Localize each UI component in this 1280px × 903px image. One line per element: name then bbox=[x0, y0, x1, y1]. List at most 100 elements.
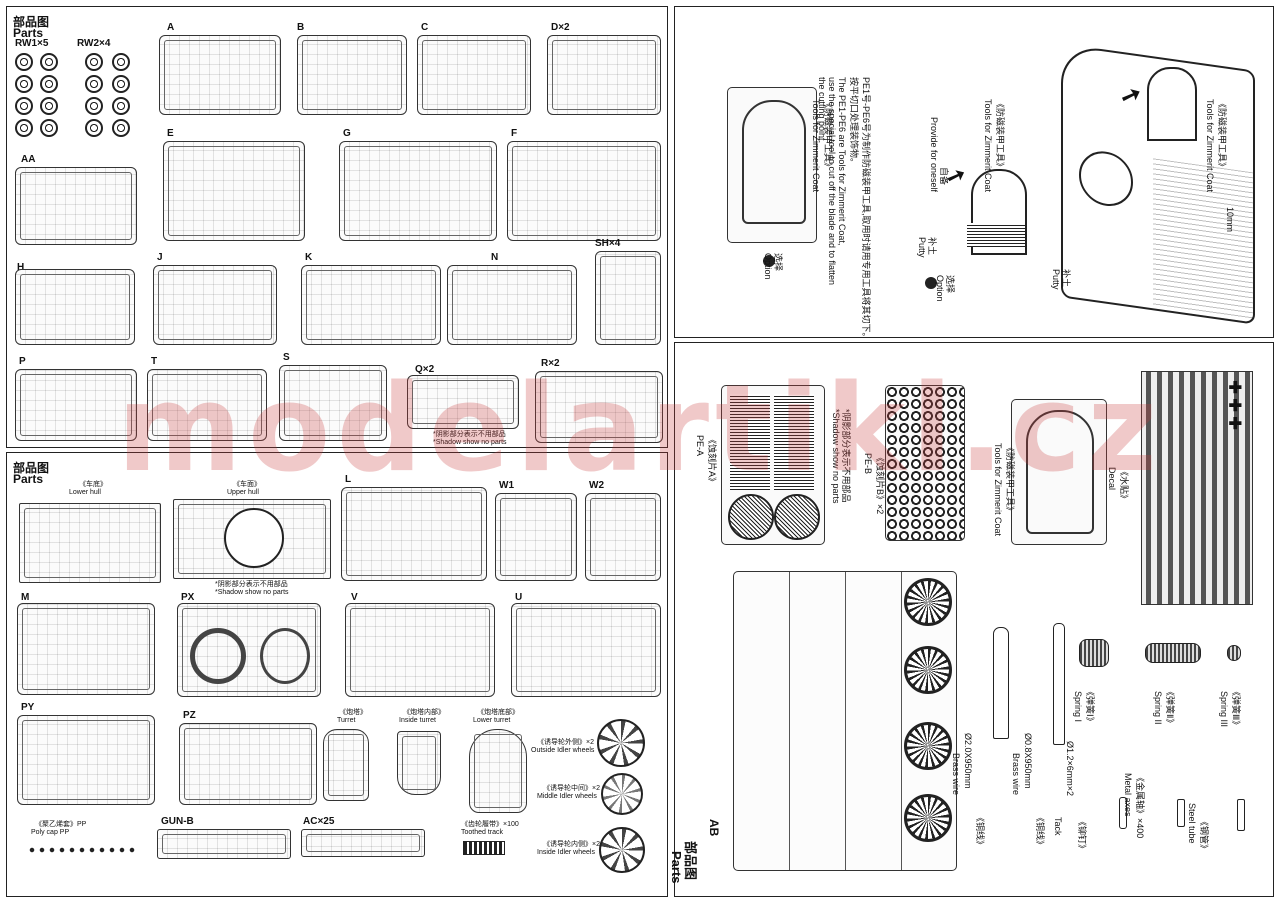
middle-idler-cn: 《诱导轮中间》×2 bbox=[543, 785, 600, 792]
sprue-label-w2: W2 bbox=[589, 480, 604, 491]
putty2-cn: 补土 bbox=[1061, 269, 1071, 288]
sprue-h bbox=[15, 269, 135, 345]
sprue-label-v: V bbox=[351, 592, 358, 603]
shadow-note-en: *Shadow show no parts bbox=[831, 409, 841, 504]
instruction-en-3: the cutting point. bbox=[817, 77, 827, 144]
steel-tube-part bbox=[1237, 799, 1245, 831]
sprue-label-gun-b: GUN-B bbox=[161, 816, 194, 827]
spring-2 bbox=[1145, 643, 1201, 663]
option2-en: Option bbox=[935, 275, 945, 302]
spring2-cn: 《弹簧Ⅱ》 bbox=[1165, 687, 1175, 728]
middle-idler-wheel bbox=[601, 773, 643, 815]
instruction-en-2: use the special tool to cut off the blad… bbox=[827, 77, 837, 285]
sprue-v bbox=[345, 603, 495, 697]
brass1-size: Ø2.0X950mm bbox=[963, 733, 973, 789]
sprue-b bbox=[297, 35, 407, 115]
lower-turret-cn: 《炮塔底部》 bbox=[477, 709, 519, 716]
panel-title-cn: 部品图 bbox=[13, 461, 50, 475]
shadow-note-cn: *阴影部分表示不用部品 bbox=[433, 431, 506, 438]
option2-cn: 选择 bbox=[945, 275, 955, 294]
zimmerit-tool-pe bbox=[727, 87, 817, 243]
shadow-note-cn: *阴影部分表示不用部品 bbox=[215, 581, 288, 588]
road-wheels-rw2 bbox=[85, 53, 135, 137]
spring3-cn: 《弹簧Ⅲ》 bbox=[1231, 687, 1241, 730]
zimmerit-panel-top-right: 《防磁装甲工具》 Tools for Zimmerit Coat 选择 Opti… bbox=[674, 6, 1274, 342]
axes-cn: 《金属轴》×400 bbox=[1135, 773, 1145, 839]
provide-en: Provide for oneself bbox=[929, 117, 939, 193]
upper-hull-cn: 《车面》 bbox=[233, 481, 261, 488]
putty-block bbox=[967, 223, 1025, 247]
tack-en: Tack bbox=[1053, 817, 1063, 836]
tack-size: Ø1.2×6mm×2 bbox=[1065, 741, 1075, 797]
sprue-label-p: P bbox=[19, 356, 26, 367]
sprue-aa bbox=[15, 167, 137, 245]
sprue-ac bbox=[301, 829, 425, 857]
tube-en: Steel tube bbox=[1187, 803, 1197, 844]
upper-hull-part bbox=[173, 499, 331, 579]
sprue-px bbox=[177, 603, 321, 697]
sprue-pz bbox=[179, 723, 317, 805]
brass-wire-thick bbox=[993, 627, 1009, 739]
sprue-label-d: D×2 bbox=[551, 22, 570, 33]
sprue-l bbox=[341, 487, 487, 581]
spring-1 bbox=[1079, 639, 1109, 667]
tools-label3-en: Tools for Zimmerit Coat bbox=[1205, 99, 1215, 193]
sprue-sh bbox=[595, 251, 661, 345]
parts-panel-bottom-left: 部品图 Parts 《车底》 Lower hull 《车面》 Upper hul… bbox=[6, 452, 668, 897]
inside-turret-part bbox=[397, 731, 441, 795]
sprue-k bbox=[301, 265, 441, 345]
sprue-label-h: H bbox=[17, 262, 25, 273]
option-icon-2 bbox=[925, 277, 937, 289]
sprue-label-rw2: RW2×4 bbox=[77, 38, 111, 49]
sprue-f bbox=[507, 141, 661, 241]
turret-en: Turret bbox=[337, 717, 356, 724]
sprue-a bbox=[159, 35, 281, 115]
sprue-label-u: U bbox=[515, 592, 523, 603]
inside-turret-en: Inside turret bbox=[399, 717, 436, 724]
sprue-py bbox=[17, 715, 155, 805]
shadow-note-en: *Shadow show no parts bbox=[433, 439, 507, 446]
panel-title-cn: 部品图 bbox=[13, 15, 50, 29]
tools-label3-cn: 《防磁装甲工具》 bbox=[1217, 99, 1227, 172]
sprue-j bbox=[153, 265, 277, 345]
lower-hull-part bbox=[19, 503, 161, 583]
instruction-en-1: The PE1-PE6 are Tools for Zimmerit Coat, bbox=[837, 77, 847, 246]
polycap-en: Poly cap PP bbox=[31, 829, 70, 836]
sprue-label-a: A bbox=[167, 22, 175, 33]
sprue-label-f: F bbox=[511, 128, 518, 139]
middle-idler-en: Middle Idler wheels bbox=[537, 793, 597, 800]
panel-title-en: Parts bbox=[13, 26, 44, 40]
sprue-e bbox=[163, 141, 305, 241]
sprue-gun-b bbox=[157, 829, 291, 859]
track-en: Toothed track bbox=[461, 829, 504, 836]
parts-panel-bottom-right: 部品图 Parts AB 《蚀刻片A》 PE-A *阴影部分表示不用部品 *Sh… bbox=[669, 342, 1274, 897]
sprue-w2 bbox=[585, 493, 661, 581]
sprue-c bbox=[417, 35, 531, 115]
sprue-label-t: T bbox=[151, 356, 158, 367]
brass1-en: Brass wire bbox=[951, 753, 961, 796]
sprue-d bbox=[547, 35, 661, 115]
sprue-m bbox=[17, 603, 155, 695]
instruction-cn-2: 按平切口处理装饰物。 bbox=[849, 77, 859, 168]
blade-tool-2 bbox=[1147, 67, 1197, 141]
lower-turret-part bbox=[469, 729, 527, 813]
parts-panel-top-left: 部品图 Parts RW1×5 RW2×4 A B C D×2 AA E G F… bbox=[6, 6, 668, 448]
sprue-label-rw1: RW1×5 bbox=[15, 38, 49, 49]
spring-3 bbox=[1227, 645, 1241, 661]
spring3-en: Spring III bbox=[1219, 691, 1229, 728]
sprue-label-g: G bbox=[343, 128, 351, 139]
pe-a-cn: 《蚀刻片A》 bbox=[707, 435, 717, 487]
road-wheels-rw1 bbox=[15, 53, 61, 137]
lower-hull-en: Lower hull bbox=[69, 489, 101, 496]
zimmerit-label-cn: 《防磁装甲工具》 bbox=[1005, 443, 1015, 516]
outside-idler-cn: 《诱导轮外侧》×2 bbox=[537, 739, 594, 746]
pe-b-en: PE-B bbox=[863, 453, 873, 475]
polycap-parts bbox=[27, 841, 139, 859]
tack-cn: 《铆钉》 bbox=[1077, 817, 1087, 854]
track-cn: 《齿轮履带》×100 bbox=[461, 821, 519, 828]
zimmerit-label-en: Tools for Zimmerit Coat bbox=[993, 443, 1003, 537]
sprue-label-l: L bbox=[345, 474, 352, 485]
sprue-label-k: K bbox=[305, 252, 313, 263]
sprue-label-q: Q×2 bbox=[415, 364, 435, 375]
pe-b-sheet bbox=[885, 385, 965, 541]
